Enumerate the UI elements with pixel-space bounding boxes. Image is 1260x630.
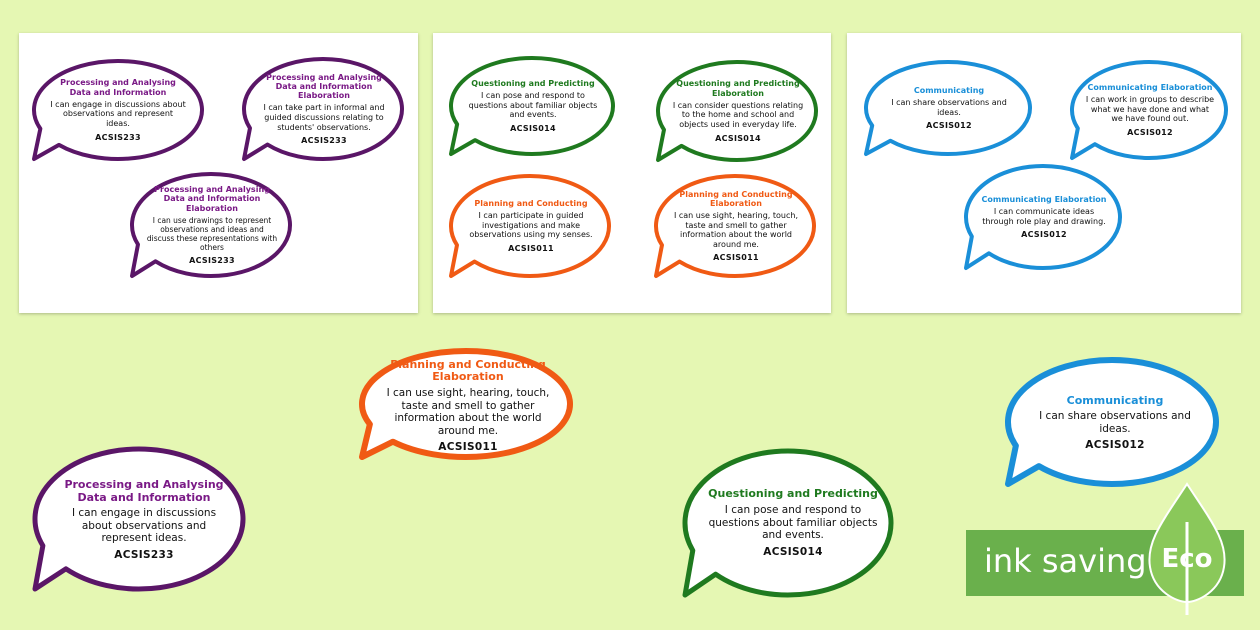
bubble-outline: [32, 446, 246, 592]
bubble-code: ACSIS012: [926, 121, 972, 131]
bubble-code: ACSIS014: [763, 545, 823, 558]
bubble-code: ACSIS014: [715, 133, 761, 143]
speech-bubble-large: Communicating I can share observations a…: [1002, 354, 1222, 490]
bubble-shape: [656, 60, 818, 162]
bubble-outline: [32, 59, 204, 161]
bubble-title: Planning and Conducting: [474, 199, 588, 209]
bubble-outline: [242, 57, 404, 161]
speech-bubble: Processing and Analysing Data and Inform…: [128, 170, 294, 280]
bubble-title: Processing and Analysing Data and Inform…: [60, 78, 176, 97]
bubble-code: ACSIS011: [438, 441, 498, 454]
bubble-shape: [964, 164, 1122, 270]
speech-bubble: Questioning and Predicting I can pose an…: [447, 54, 617, 158]
bubble-outline: [130, 172, 292, 278]
bubble-title: Communicating Elaboration: [981, 194, 1107, 204]
bubble-shape: [864, 60, 1032, 156]
speech-bubble: Planning and Conducting Elaboration I ca…: [652, 172, 818, 280]
bubble-outline: [449, 56, 615, 156]
bubble-code: ACSIS012: [1021, 230, 1067, 240]
speech-bubble: Planning and Conducting I can participat…: [447, 172, 613, 280]
bubble-shape: [449, 174, 611, 278]
bubble-title: Questioning and Predicting Elaboration: [676, 79, 800, 98]
bubble-outline: [682, 448, 894, 598]
bubble-body: I can pose and respond to questions abou…: [708, 503, 878, 542]
bubble-title: Planning and Conducting Elaboration: [679, 189, 793, 208]
speech-bubble-large: Questioning and Predicting I can pose an…: [680, 446, 896, 600]
bubble-title: Communicating: [1066, 393, 1164, 407]
bubble-body: I can participate in guided investigatio…: [469, 211, 593, 240]
bubble-shape: [242, 57, 404, 161]
bubble-body: I can work in groups to describe what we…: [1085, 95, 1215, 124]
bubble-body: I can pose and respond to questions abou…: [468, 91, 598, 120]
bubble-title: Questioning and Predicting: [708, 487, 878, 501]
bubble-title: Communicating: [913, 85, 985, 95]
bubble-body: I can use sight, hearing, touch, taste a…: [673, 211, 799, 249]
speech-bubble: Processing and Analysing Data and Inform…: [240, 55, 406, 163]
bubble-outline: [656, 60, 818, 162]
bubble-title: Questioning and Predicting: [471, 79, 595, 89]
bubble-shape: [32, 446, 246, 592]
bubble-shape: [32, 59, 204, 161]
speech-bubble: Communicating I can share observations a…: [862, 58, 1034, 158]
bubble-body: I can engage in discussions about observ…: [71, 507, 217, 545]
bubble-shape: [130, 172, 292, 278]
speech-bubble: Questioning and Predicting Elaboration I…: [654, 58, 820, 164]
bubble-code: ACSIS233: [95, 132, 141, 142]
bubble-shape: [359, 348, 573, 460]
bubble-code: ACSIS012: [1085, 439, 1145, 452]
speech-bubble: Processing and Analysing Data and Inform…: [30, 57, 206, 163]
bubble-body: I can use drawings to represent observat…: [146, 215, 278, 252]
bubble-shape: [1070, 60, 1228, 160]
bubble-outline: [359, 348, 573, 460]
speech-bubble: Communicating Elaboration I can work in …: [1068, 58, 1230, 162]
bubble-code: ACSIS011: [508, 243, 554, 253]
bubble-outline: [1070, 60, 1228, 160]
bubble-outline: [864, 60, 1032, 156]
bubble-body: I can engage in discussions about observ…: [50, 99, 186, 128]
bubble-code: ACSIS233: [301, 136, 347, 146]
bubble-outline: [964, 164, 1122, 270]
bubble-shape: [682, 448, 894, 598]
bubble-body: I can share observations and ideas.: [1039, 410, 1191, 435]
bubble-title: Planning and Conducting Elaboration: [390, 357, 546, 384]
bubble-body: I can consider questions relating to the…: [672, 100, 804, 129]
speech-bubble-large: Planning and Conducting Elaboration I ca…: [356, 345, 576, 463]
bubble-code: ACSIS233: [189, 255, 235, 265]
bubble-title: Processing and Analysing Data and Inform…: [266, 72, 382, 101]
bubble-shape: [654, 174, 816, 278]
bubble-outline: [1005, 357, 1219, 487]
bubble-body: I can use sight, hearing, touch, taste a…: [386, 386, 550, 437]
bubble-shape: [449, 56, 615, 156]
bubble-title: Processing and Analysing Data and Inform…: [64, 477, 224, 504]
bubble-outline: [449, 174, 611, 278]
bubble-code: ACSIS014: [510, 123, 556, 133]
bubble-code: ACSIS012: [1127, 127, 1173, 137]
bubble-code: ACSIS011: [713, 253, 759, 263]
ink-saving-label: ink saving: [984, 542, 1147, 580]
bubble-body: I can share observations and ideas.: [891, 98, 1007, 117]
bubble-outline: [654, 174, 816, 278]
eco-badge-text: Eco: [1161, 544, 1213, 574]
eco-leaf-icon: Eco: [1142, 482, 1232, 617]
bubble-title: Communicating Elaboration: [1087, 83, 1213, 93]
speech-bubble-large: Processing and Analysing Data and Inform…: [30, 444, 248, 594]
speech-bubble: Communicating Elaboration I can communic…: [962, 162, 1124, 272]
bubble-body: I can take part in informal and guided d…: [263, 103, 385, 132]
bubble-shape: [1005, 357, 1219, 487]
bubble-title: Processing and Analysing Data and Inform…: [154, 185, 270, 213]
bubble-code: ACSIS233: [114, 549, 174, 562]
bubble-body: I can communicate ideas through role pla…: [982, 207, 1106, 226]
